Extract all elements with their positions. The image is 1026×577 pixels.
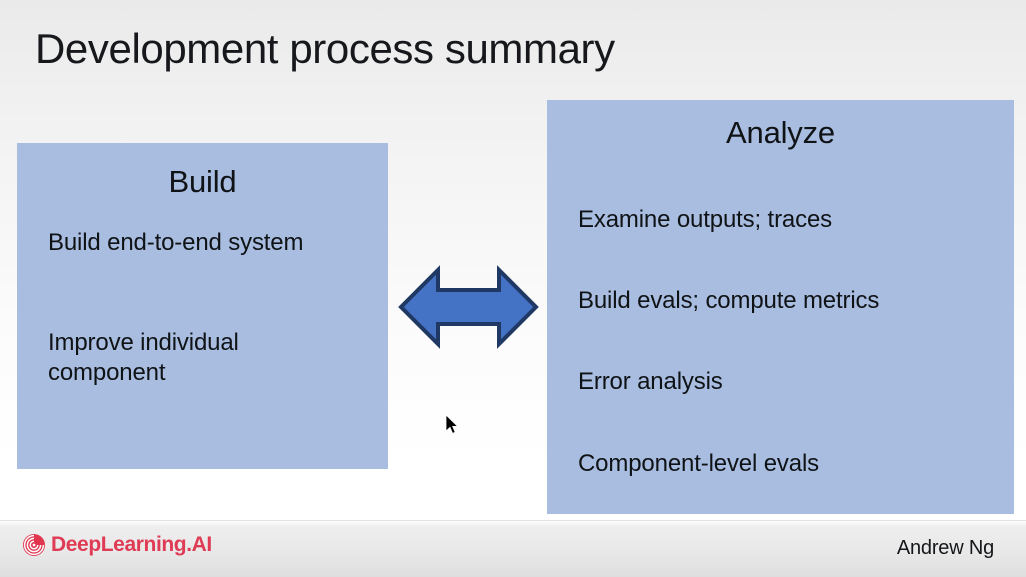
build-panel-item: Improve individual component <box>48 329 239 386</box>
analyze-panel-item: Component-level evals <box>578 450 819 477</box>
footer-divider <box>0 516 1026 518</box>
footer-bar: DeepLearning.AI Andrew Ng <box>0 520 1026 577</box>
presenter-name: Andrew Ng <box>896 537 994 559</box>
build-panel-item: Build end-to-end system <box>48 229 304 256</box>
double-headed-arrow-icon <box>398 264 539 350</box>
brand-name: DeepLearning.AI <box>51 533 212 556</box>
mouse-pointer-icon <box>446 415 459 434</box>
analyze-panel: Analyze Examine outputs; traces Build ev… <box>547 100 1014 514</box>
analyze-panel-item: Build evals; compute metrics <box>578 287 880 314</box>
analyze-panel-item: Examine outputs; traces <box>578 206 833 233</box>
analyze-panel-heading: Analyze <box>726 115 835 150</box>
build-panel: Build Build end-to-end system Improve in… <box>17 143 388 469</box>
analyze-panel-item: Error analysis <box>578 368 723 395</box>
build-panel-heading: Build <box>168 164 237 199</box>
deeplearning-ai-spiral-icon <box>23 534 45 556</box>
brand-logo: DeepLearning.AI <box>22 533 212 557</box>
page-title: Development process summary <box>35 25 615 72</box>
